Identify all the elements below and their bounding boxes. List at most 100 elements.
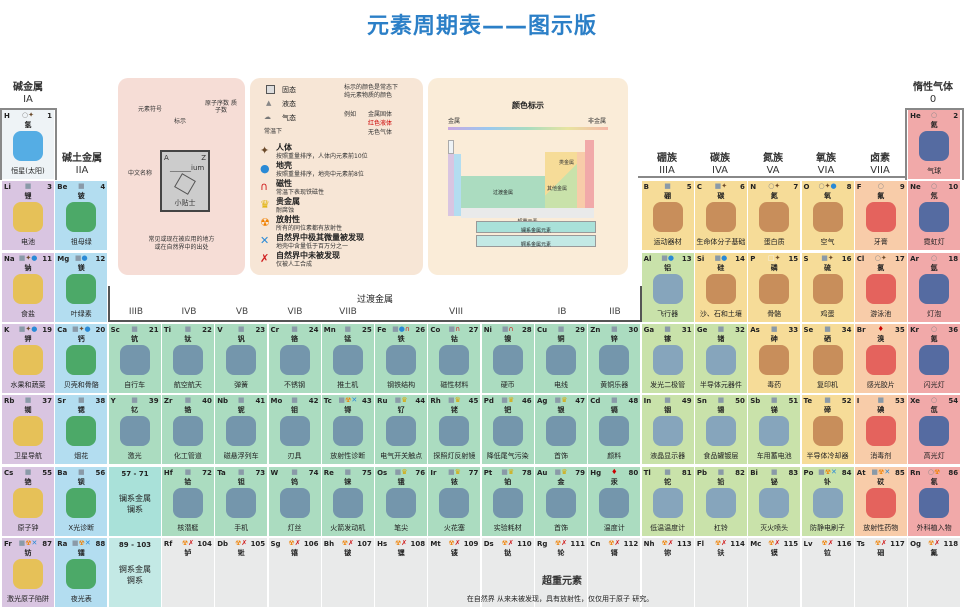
actinide-cell[interactable]: 89 - 103 锕系金属锕系 [109, 538, 161, 607]
element-cn-name: 氙 [930, 406, 938, 415]
atomic-number: 7 [793, 183, 799, 192]
element-illustration-icon [172, 416, 203, 447]
atomic-number: 54 [948, 397, 959, 406]
eg-liquid: 红色液体 [368, 120, 393, 127]
lanthanide-cell[interactable]: 57 - 71 镧系金属镧系 [109, 467, 161, 536]
element-symbol: K [4, 325, 10, 334]
element-symbol: Cd [590, 397, 601, 406]
atomic-number: 44 [415, 397, 426, 406]
element-cn-name: 𬭶 [397, 548, 405, 557]
element-use-caption: 空气 [820, 238, 835, 247]
